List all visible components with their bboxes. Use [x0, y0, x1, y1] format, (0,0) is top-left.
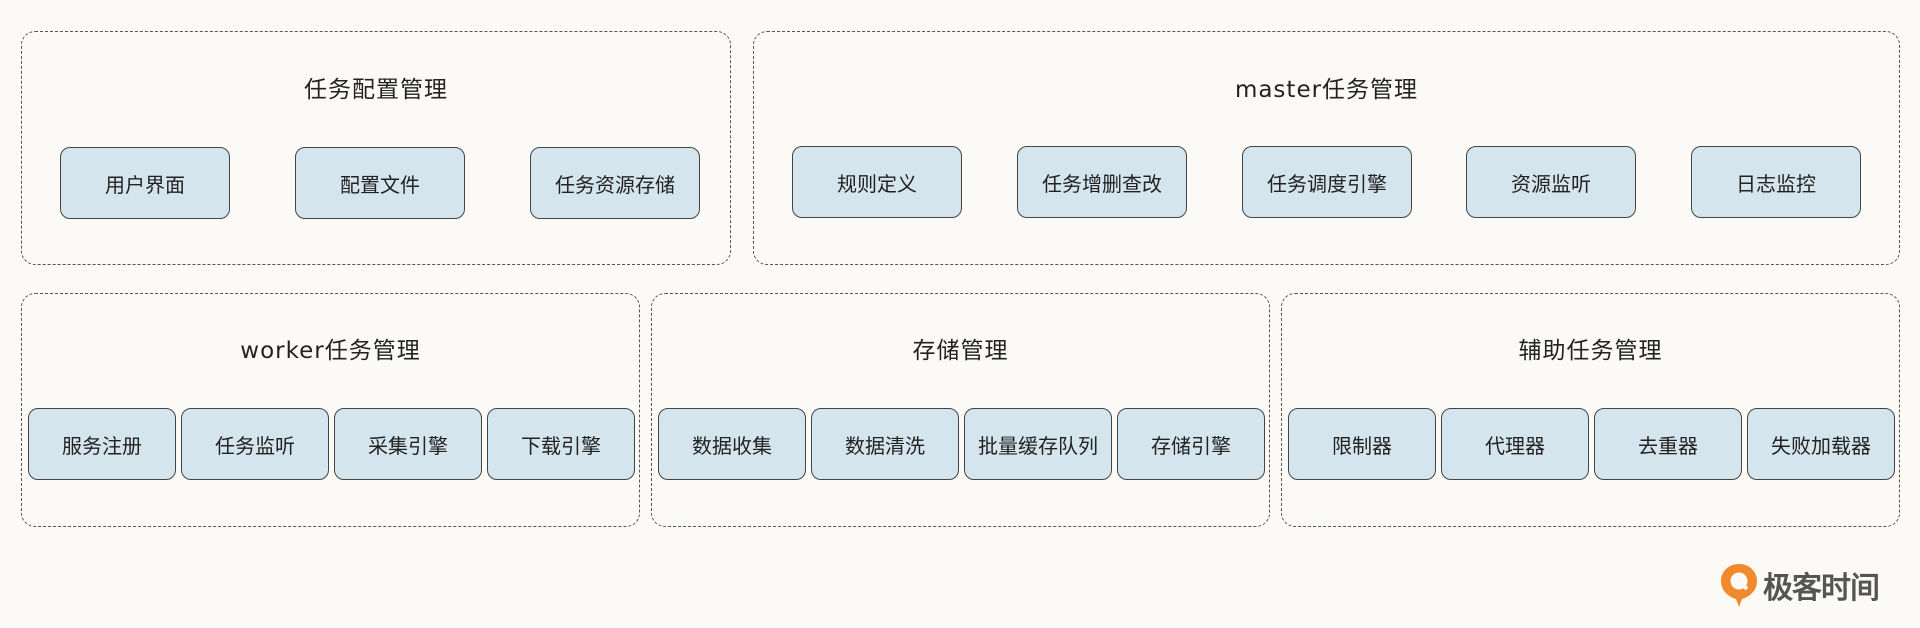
node-data-collect: 数据收集	[658, 408, 806, 480]
brand-logo-icon	[1721, 564, 1757, 607]
node-service-registry: 服务注册	[28, 408, 176, 480]
brand-name: 极客时间	[1763, 571, 1880, 606]
node-task-crud: 任务增删查改	[1017, 146, 1187, 218]
group-title: worker任务管理	[240, 338, 421, 364]
group-title: 任务配置管理	[304, 77, 448, 103]
node-resource-listener: 资源监听	[1466, 146, 1636, 218]
node-failure-reloader: 失败加载器	[1747, 408, 1895, 480]
node-task-listener: 任务监听	[181, 408, 329, 480]
node-limiter: 限制器	[1288, 408, 1436, 480]
node-download-engine: 下载引擎	[487, 408, 635, 480]
group-auxiliary: 辅助任务管理 限制器 代理器 去重器 失败加载器	[1281, 293, 1900, 527]
group-task-config: 任务配置管理 用户界面 配置文件 任务资源存储	[21, 31, 731, 265]
node-crawl-engine: 采集引擎	[334, 408, 482, 480]
node-proxy: 代理器	[1441, 408, 1589, 480]
node-log-monitor: 日志监控	[1691, 146, 1861, 218]
node-rule-definition: 规则定义	[792, 146, 962, 218]
node-user-interface: 用户界面	[60, 147, 230, 219]
group-title: 辅助任务管理	[1518, 338, 1663, 364]
node-task-scheduler: 任务调度引擎	[1242, 146, 1412, 218]
node-storage-engine: 存储引擎	[1117, 408, 1265, 480]
group-master: master任务管理 规则定义 任务增删查改 任务调度引擎 资源监听 日志监控	[753, 31, 1900, 265]
node-data-clean: 数据清洗	[811, 408, 959, 480]
group-title: 存储管理	[912, 338, 1009, 364]
node-deduplicator: 去重器	[1594, 408, 1742, 480]
group-worker: worker任务管理 服务注册 任务监听 采集引擎 下载引擎	[21, 293, 640, 527]
node-config-file: 配置文件	[295, 147, 465, 219]
brand-logo: 极客时间	[1719, 562, 1880, 608]
group-title: master任务管理	[1234, 77, 1419, 103]
group-storage: 存储管理 数据收集 数据清洗 批量缓存队列 存储引擎	[651, 293, 1270, 527]
node-task-resource-storage: 任务资源存储	[530, 147, 700, 219]
node-batch-cache-queue: 批量缓存队列	[964, 408, 1112, 480]
